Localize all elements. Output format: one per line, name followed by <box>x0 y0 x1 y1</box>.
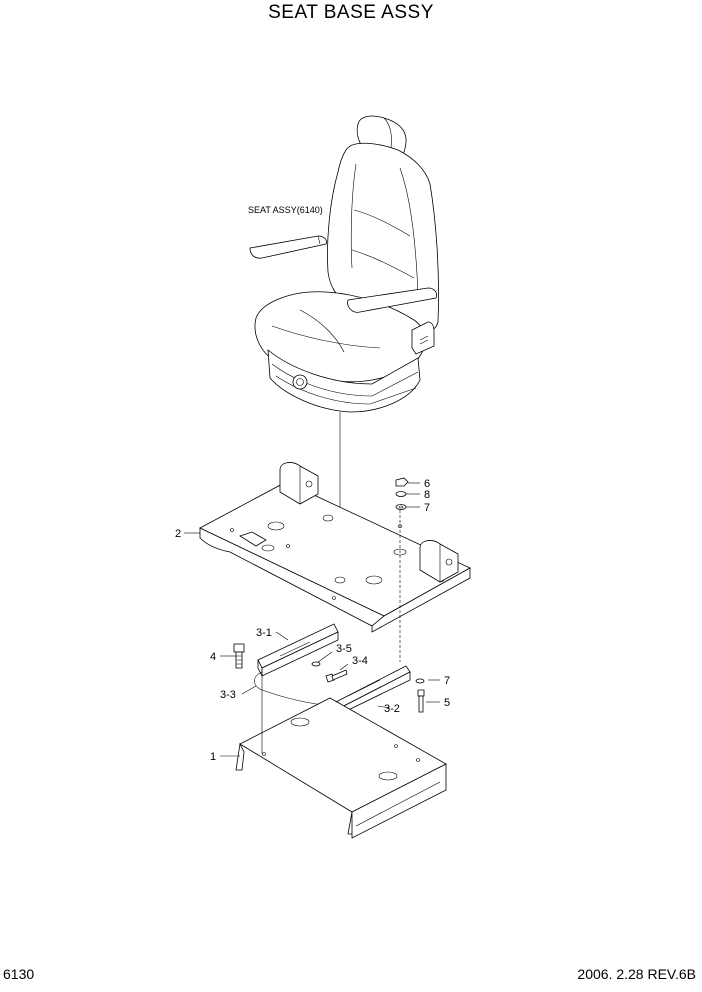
page-code: 6130 <box>3 966 35 982</box>
part-label-8: 8 <box>424 489 430 501</box>
leader-lines <box>184 532 440 757</box>
part-label-3-2: 3-2 <box>384 703 400 715</box>
part-label-7-top: 7 <box>424 502 430 514</box>
bolt-part-3-4 <box>325 669 348 683</box>
part-label-3-3: 3-3 <box>220 689 236 701</box>
bolt-part-4 <box>233 643 245 669</box>
part-label-3-4: 3-4 <box>352 655 368 667</box>
part-label-4: 4 <box>210 651 216 663</box>
part-label-3-5: 3-5 <box>336 643 352 655</box>
revision-date: 2006. 2.28 REV.6B <box>577 966 696 982</box>
page-title: SEAT BASE ASSY <box>268 2 434 23</box>
bolt-part-5 <box>417 689 425 713</box>
part-label-5: 5 <box>444 697 450 709</box>
slide-rail-part-3-1 <box>257 623 339 677</box>
part-label-7-bottom: 7 <box>444 675 450 687</box>
seat-assembly-illustration <box>249 115 439 413</box>
part-label-1: 1 <box>210 751 216 763</box>
washer-part-7 <box>415 678 425 684</box>
part-label-2: 2 <box>175 528 181 540</box>
wire-part-3-3 <box>254 671 333 707</box>
part-label-6: 6 <box>424 478 430 490</box>
seat-plate-part-2 <box>199 462 471 633</box>
part-label-3-1: 3-1 <box>256 627 272 639</box>
base-bracket-part-1 <box>235 697 447 839</box>
hardware-stack-top <box>395 477 420 510</box>
slide-rail-part-3-2 <box>331 665 411 717</box>
washer-part-3-5 <box>311 661 321 667</box>
seat-assy-label: SEAT ASSY(6140) <box>248 205 323 215</box>
